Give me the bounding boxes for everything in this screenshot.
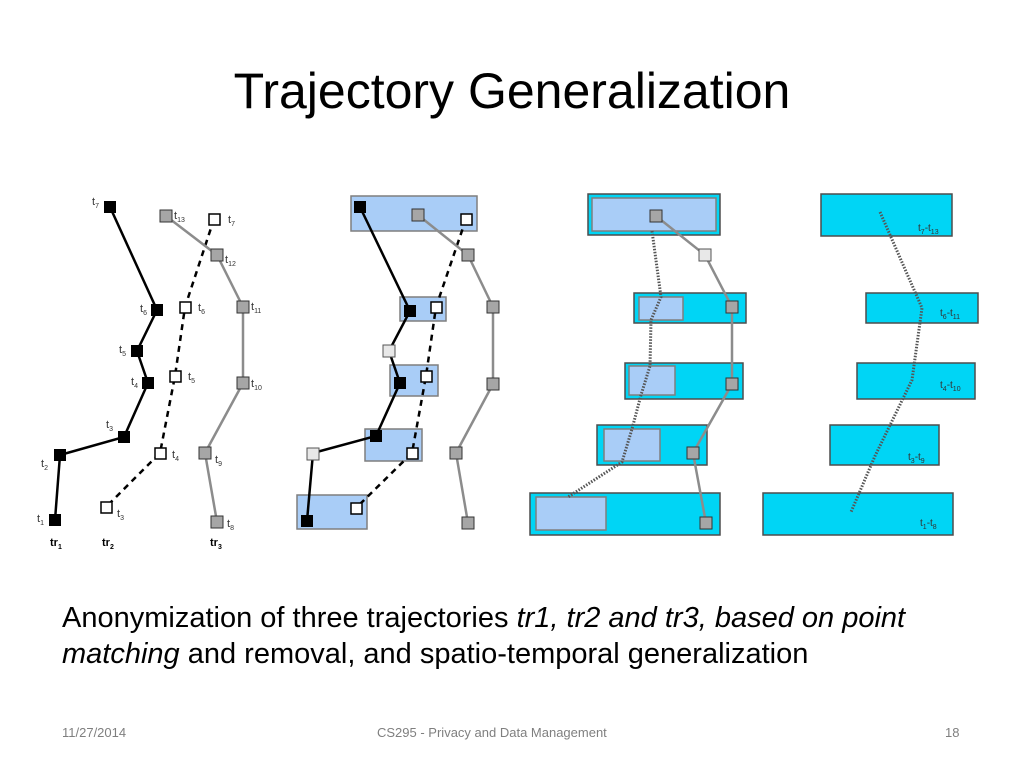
tr3-label-t12: t12 <box>225 254 236 268</box>
box-label-t7-t13: t7-t13 <box>918 223 939 236</box>
inner-box <box>535 496 607 531</box>
footer-course: CS295 - Privacy and Data Management <box>377 725 607 740</box>
tr1-label-t3: t3 <box>106 419 113 433</box>
tr2-label-t5: t5 <box>188 371 195 385</box>
tr1-point <box>118 431 130 443</box>
tr1-point <box>104 201 116 213</box>
trajectory-2-line <box>355 218 468 509</box>
tr2-point <box>154 447 167 460</box>
tr2-label-t3: t3 <box>117 508 124 522</box>
tr3-label-t13: t13 <box>174 210 185 224</box>
tr1-point <box>394 377 406 389</box>
final-box <box>762 492 954 536</box>
tr2-point <box>420 370 433 383</box>
box-label-t6-t11: t6-t11 <box>940 308 960 321</box>
tr3-point-removed <box>698 248 712 262</box>
trajectory-3-label: tr3 <box>210 537 222 551</box>
generalized-line <box>567 230 663 499</box>
footer-date: 11/27/2014 <box>62 725 127 740</box>
tr1-point <box>142 377 154 389</box>
trajectory-1-line <box>305 206 412 522</box>
caption-italic-text: tr1, tr2 and tr3, based on point matchin… <box>62 602 906 670</box>
tr1-point <box>354 201 366 213</box>
slide-title: Trajectory Generalization <box>233 63 791 119</box>
tr3-point <box>210 515 224 529</box>
tr3-point <box>725 377 739 391</box>
tr3-point <box>725 300 739 314</box>
tr3-point <box>649 209 663 223</box>
tr3-point <box>236 376 250 390</box>
tr2-point <box>350 502 363 515</box>
tr3-point <box>210 248 224 262</box>
tr2-point <box>430 301 443 314</box>
caption-text: Anonymization of three trajectories <box>62 602 517 634</box>
inner-box <box>603 428 661 462</box>
tr3-point <box>449 446 463 460</box>
tr3-point <box>159 209 173 223</box>
tr1-point-removed <box>306 447 320 461</box>
tr1-label-t2: t2 <box>41 458 48 472</box>
tr3-label-t10: t10 <box>251 378 262 392</box>
final-box <box>856 362 976 400</box>
tr1-point <box>49 514 61 526</box>
trajectory-3-line <box>655 215 734 524</box>
trajectory-1-label: tr1 <box>50 537 62 551</box>
tr1-label-t5: t5 <box>119 344 126 358</box>
tr3-point <box>236 300 250 314</box>
tr3-point <box>486 377 500 391</box>
tr1-label-t1: t1 <box>37 513 44 527</box>
tr1-point <box>370 430 382 442</box>
tr1-label-t6: t6 <box>140 303 147 317</box>
box-label-t1-t8: t1-t8 <box>920 518 937 531</box>
tr2-label-t4: t4 <box>172 449 179 463</box>
tr3-point <box>461 248 475 262</box>
tr1-point <box>301 515 313 527</box>
slide-caption: Anonymization of three trajectories tr1,… <box>62 600 962 672</box>
tr1-point <box>131 345 143 357</box>
box-label-t3-t9: t3-t9 <box>908 452 925 465</box>
tr1-point <box>151 304 163 316</box>
tr3-label-t9: t9 <box>215 454 222 468</box>
tr1-point-removed <box>382 344 396 358</box>
panel-generalization <box>529 193 747 536</box>
trajectory-3-line <box>165 215 245 523</box>
tr2-point <box>460 213 473 226</box>
tr3-point <box>699 516 713 530</box>
tr2-label-t7: t7 <box>228 214 235 228</box>
box-label-t4-t10: t4-t10 <box>940 380 961 393</box>
tr2-label-t6: t6 <box>198 302 205 316</box>
tr1-point <box>404 305 416 317</box>
tr3-label-t8: t8 <box>227 518 234 532</box>
tr3-point <box>486 300 500 314</box>
tr3-point <box>461 516 475 530</box>
tr2-point <box>406 447 419 460</box>
tr2-point <box>100 501 113 514</box>
trajectory-2-label: tr2 <box>102 537 114 551</box>
final-box <box>829 424 940 466</box>
footer-page-number: 18 <box>945 725 960 740</box>
tr2-point <box>179 301 192 314</box>
tr1-label-t4: t4 <box>131 376 138 390</box>
tr3-point <box>198 446 212 460</box>
panel-original: t7 t6 t5 t4 t3 t2 t1 t7 t6 t5 t4 t3 t13 … <box>37 196 262 551</box>
tr2-point <box>169 370 182 383</box>
tr3-label-t11: t11 <box>251 301 261 315</box>
generalized-line <box>849 211 924 513</box>
inner-box <box>628 365 676 396</box>
trajectory-diagram: t7 t6 t5 t4 t3 t2 t1 t7 t6 t5 t4 t3 t13 … <box>37 193 979 551</box>
panel-point-matching <box>296 195 500 530</box>
tr1-label-t7: t7 <box>92 196 99 210</box>
trajectory-3-line <box>417 214 495 524</box>
panel-final: t7-t13 t6-t11 t4-t10 t3-t9 t1-t8 <box>762 193 979 536</box>
trajectory-2-line <box>105 218 216 508</box>
tr3-point <box>686 446 700 460</box>
tr3-point <box>411 208 425 222</box>
caption-text-end: and removal, and spatio-temporal general… <box>179 638 809 670</box>
tr2-point <box>208 213 221 226</box>
tr1-point <box>54 449 66 461</box>
